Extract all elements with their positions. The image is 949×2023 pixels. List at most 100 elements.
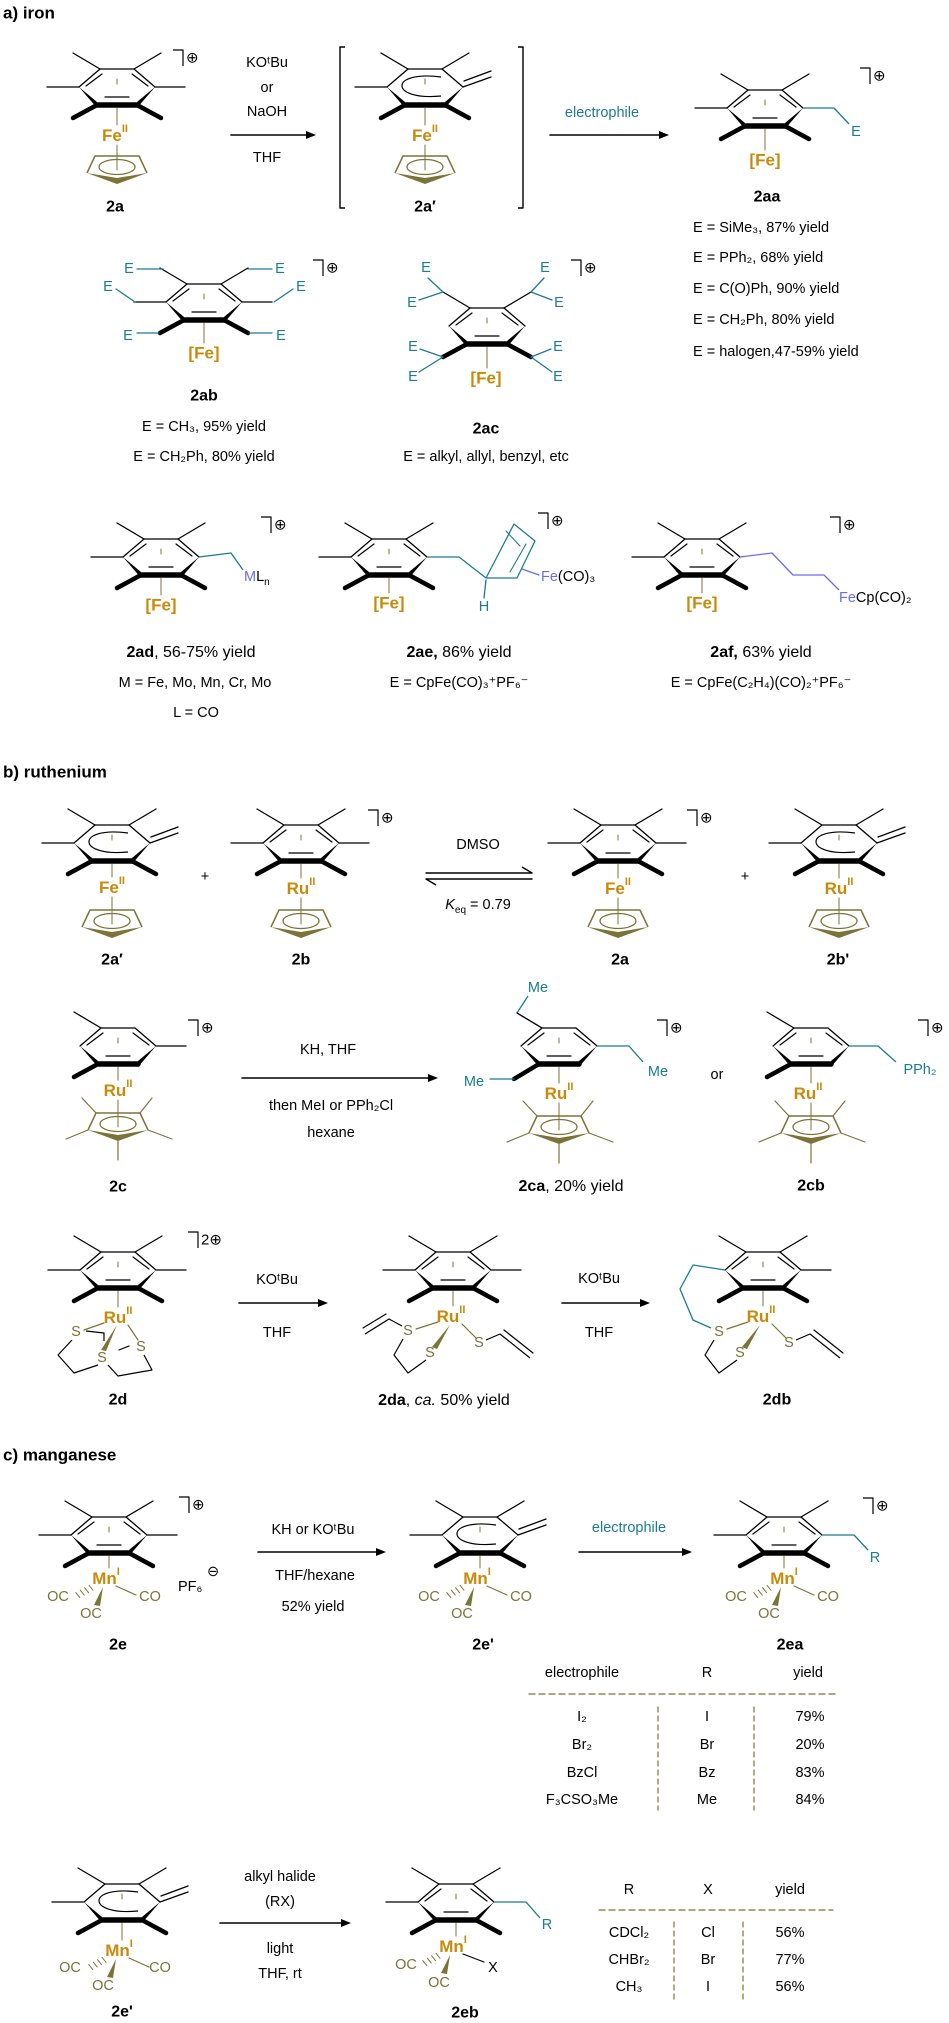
methyl-bond [794,808,823,826]
cp-ring-front [271,927,331,938]
wedge-bond [138,1046,156,1067]
cp-methyl [840,1132,866,1143]
methyl-bond [496,1500,525,1518]
che2-bond [530,356,553,373]
table-header: electrophile [545,1665,619,1681]
metal-label: MnI [463,1566,491,1588]
ring-ch2-bond [511,1061,542,1082]
compound-label-2b-prime: 2b' [827,952,849,969]
reagent-rx: (RX) [265,1894,295,1910]
arrowhead [318,1299,328,1307]
structure-layer: ⊕⊕⊕⊕⊕⊕⊕⊕⊕⊕⊕⊕2⊕⊕⊕ [38,46,944,2003]
methyl-bond [634,808,663,826]
charge-symbol: ⊕ [186,50,199,67]
table-cell: Bz [699,1765,716,1781]
bond [417,1883,440,1903]
exocyclic-double-bond [160,1885,189,1897]
dienyl-inner [509,543,527,573]
bond [83,1883,106,1903]
ch2-p-bond [849,1045,897,1063]
eta5-arc [456,1523,497,1546]
wedge-bond [449,326,467,347]
reagent-kotbu: KOᵗBu [578,1271,620,1287]
reagent-naoh: NaOH [247,104,287,120]
inner-double-bond [731,1256,749,1270]
che2-bond [530,291,553,301]
wedge-bond [418,1902,436,1923]
wedge-bond [801,843,819,864]
carbonyl-ligand: OC [418,1589,440,1605]
metal-fragment-2ad: [Fe] [145,596,176,615]
wedge-bond [263,843,281,864]
compound-label-2ca: 2ca, 20% yield [519,1178,624,1195]
methyl-bond [571,858,601,877]
group-e-2aa: E [851,124,861,140]
methyl-bond [801,1550,831,1569]
cp-ring-front [88,1130,148,1141]
sulfur-atom: S [784,1335,794,1351]
bond [134,1027,157,1047]
charge-bracket [918,1019,929,1036]
methyl-bond [737,1550,767,1569]
inner-double-bond [77,1521,95,1535]
bond [350,538,373,558]
charge-bracket [830,516,841,533]
metal-label: RuII [287,876,316,898]
wedge-bond [387,87,405,108]
group-e: E [421,260,431,276]
wedge-bond [441,1955,450,1974]
methyl-bond [139,1917,169,1936]
wedge-bond [138,1270,156,1291]
wedge-bond [664,557,682,578]
inner-double-bond [825,1032,843,1046]
compound-label-2cb: 2cb [797,1178,825,1195]
table-cell: CHBr₂ [608,1952,649,1968]
sulfur-atom: S [97,1350,107,1366]
wedge-bond [445,87,463,108]
wedge-bond [415,1270,433,1291]
bond [579,824,602,844]
propyl-chain [739,552,840,591]
methyl-bond [254,858,284,877]
ru-s-bond [83,1322,105,1331]
methyl-bond [657,522,686,540]
methyl-bond [573,808,602,826]
hashed-bond [446,1592,452,1599]
arrowhead [341,1919,351,1927]
methyl-bond [503,291,532,309]
vinyl-double-bond [362,1313,387,1329]
plus-sign: + [201,869,209,885]
wedge-bond [224,302,242,323]
compound-label-2af: 2af, 63% yield [710,644,811,661]
cp-methyl [522,1100,538,1117]
cp-methyl [832,1100,846,1117]
methyl-bond [470,1285,500,1304]
scope-line: E = SiMe₃, 87% yield [693,220,829,236]
anion-charge: ⊖ [207,1564,219,1580]
methyl-bond [157,317,187,336]
wedge-bond [727,108,745,129]
note-line: E = CpFe(C₂H₄)(CO)₂⁺PF₆⁻ [671,675,852,691]
methyl-bond [72,52,101,70]
charge-symbol: ⊕ [551,513,564,530]
charge-symbol: ⊕ [274,517,287,534]
group-e: E [408,369,418,385]
bond [724,1251,747,1271]
methyl-bond [497,1550,527,1569]
bond [496,1516,519,1536]
bracket-right [518,46,524,209]
wedge-bond [473,1270,491,1291]
arrowhead [425,878,437,886]
charge-bracket [860,67,871,84]
arrowhead [640,1299,650,1307]
methyl-bond [856,858,886,877]
wedge-bond [409,557,427,578]
hashed-bond [84,1587,90,1594]
bond [405,538,428,558]
inner-double-bond [172,288,190,302]
sulfur-atom: S [403,1323,413,1339]
methyl-bond [318,858,348,877]
exocyclic-double-bond [463,70,492,82]
carbonyl-ligand: OC [395,1957,417,1973]
methyl-bond [71,1061,101,1080]
